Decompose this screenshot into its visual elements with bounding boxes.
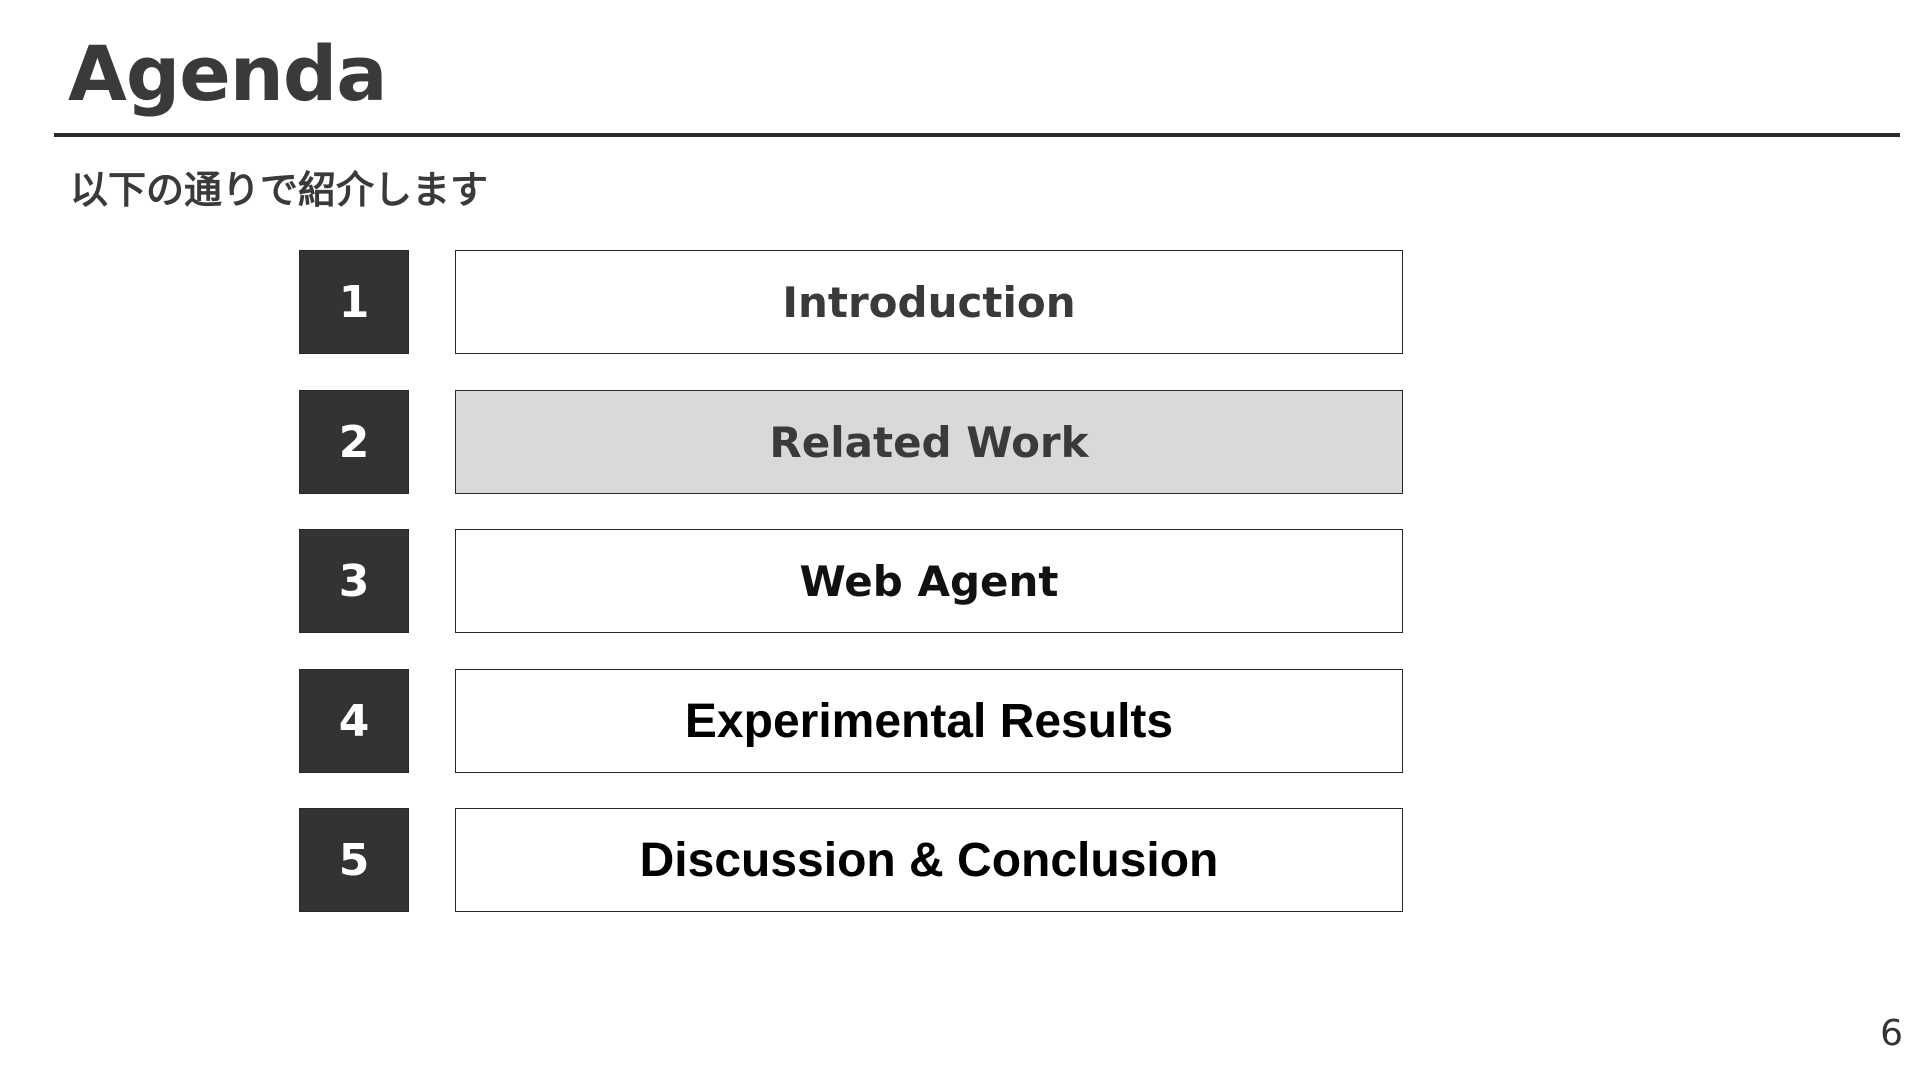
- slide-title: Agenda: [68, 29, 388, 118]
- agenda-item: 3 Web Agent: [0, 529, 1920, 633]
- agenda-number-badge: 2: [299, 390, 409, 494]
- agenda-item-active: 2 Related Work: [0, 390, 1920, 494]
- agenda-item-label: Experimental Results: [455, 669, 1403, 773]
- agenda-number-badge: 1: [299, 250, 409, 354]
- agenda-item-label: Web Agent: [455, 529, 1403, 633]
- agenda-number-badge: 5: [299, 808, 409, 912]
- page-number: 6: [1880, 1013, 1903, 1054]
- agenda-item: 4 Experimental Results: [0, 669, 1920, 773]
- agenda-number-badge: 4: [299, 669, 409, 773]
- title-divider: [54, 133, 1900, 137]
- agenda-item: 5 Discussion & Conclusion: [0, 808, 1920, 912]
- agenda-item: 1 Introduction: [0, 250, 1920, 354]
- agenda-number-badge: 3: [299, 529, 409, 633]
- slide-subtitle: 以下の通りで紹介します: [70, 168, 489, 212]
- agenda-item-label-highlighted: Related Work: [455, 390, 1403, 494]
- agenda-item-label: Introduction: [455, 250, 1403, 354]
- agenda-item-label: Discussion & Conclusion: [455, 808, 1403, 912]
